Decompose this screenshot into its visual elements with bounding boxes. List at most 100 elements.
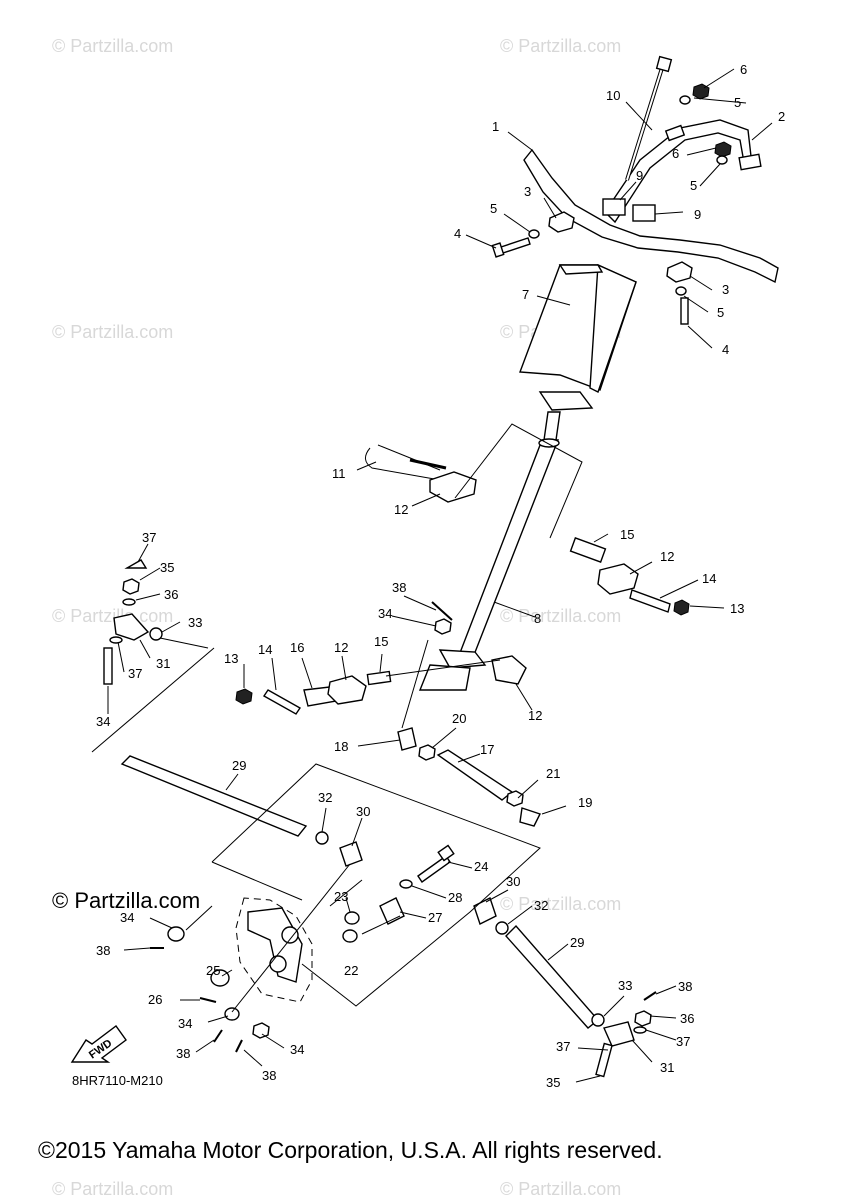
tie-rod-29-left [120, 755, 308, 837]
callout-layer: 1 2 3 3 4 4 5 5 5 5 6 6 7 8 9 9 10 11 12… [96, 62, 785, 1090]
bracket-12-right [597, 563, 639, 595]
pitman-arm-22 [247, 907, 303, 983]
callout-4-left: 4 [454, 226, 461, 241]
washer-37-left-b [109, 636, 123, 644]
handlebar [523, 119, 779, 284]
callout-37-right-b: 37 [556, 1039, 570, 1054]
bolt-10 [625, 55, 673, 181]
callout-31-left: 31 [156, 656, 170, 671]
callout-20: 20 [452, 711, 466, 726]
collar-15-right [569, 537, 607, 563]
callout-12-left: 12 [334, 640, 348, 655]
cotter-38-lower-b [235, 1039, 243, 1053]
nut-33-right [591, 1013, 605, 1027]
callout-14-right: 14 [702, 571, 716, 586]
callout-1: 1 [492, 119, 499, 134]
nut-32-right [495, 921, 509, 935]
collar-15-left [366, 670, 392, 686]
watermark: © Partzilla.com [52, 322, 173, 342]
callout-38-right: 38 [678, 979, 692, 994]
callout-36-right: 36 [680, 1011, 694, 1026]
watermark: © Partzilla.com [500, 894, 621, 914]
callout-9-lower: 9 [694, 207, 701, 222]
callout-37-left-b: 37 [128, 666, 142, 681]
callout-38-lower: 38 [176, 1046, 190, 1061]
washer-37-right [633, 1026, 647, 1034]
holder-lower [632, 204, 656, 222]
callout-34-upper: 34 [120, 910, 134, 925]
callout-10: 10 [606, 88, 620, 103]
callout-34-lower: 34 [178, 1016, 192, 1031]
holder-upper [602, 198, 626, 216]
bolt-35-right [595, 1042, 613, 1078]
callout-26: 26 [148, 992, 162, 1007]
bracket-12-upper [429, 471, 477, 503]
watermark: © Partzilla.com [52, 36, 173, 56]
callout-39: 38 [392, 580, 406, 595]
callout-36-left: 35 [160, 560, 174, 575]
callout-3-left: 3 [524, 184, 531, 199]
nut-32-left [315, 831, 329, 845]
callout-27: 27 [428, 910, 442, 925]
callout-5-top: 5 [734, 95, 741, 110]
nut-20 [418, 744, 436, 761]
washer-37-left [122, 598, 136, 606]
callout-2: 2 [778, 109, 785, 124]
callout-25: 25 [206, 963, 220, 978]
parts-layer: FWD [70, 55, 779, 1078]
callout-29-left: 29 [232, 758, 246, 773]
nut-6-lower [714, 141, 732, 158]
bushing-23-b [342, 929, 358, 943]
watermark: © Partzilla.com [500, 1179, 621, 1199]
arm-12-lower [491, 655, 527, 685]
callout-12-upper: 12 [394, 502, 408, 517]
bolt-35-left [103, 647, 113, 685]
callout-4-right: 4 [722, 342, 729, 357]
nut-36-right [634, 1010, 652, 1027]
copyright-notice: ©2015 Yamaha Motor Corporation, U.S.A. A… [38, 1137, 663, 1163]
rod-end-18 [397, 727, 417, 751]
tie-rod-end-31-right [603, 1021, 635, 1047]
holder-cap-3-left [548, 211, 575, 233]
callout-6-top: 6 [740, 62, 747, 77]
callout-35-right: 35 [546, 1075, 560, 1090]
callout-14-left: 14 [258, 642, 272, 657]
callout-38-left: 37 [142, 530, 156, 545]
callout-30-right: 30 [506, 874, 520, 889]
tie-rod-17 [436, 749, 514, 801]
nut-21 [506, 790, 524, 807]
tie-rod-end-31-left [113, 613, 150, 641]
washer-5-lower [716, 155, 728, 165]
watermark: © Partzilla.com [500, 36, 621, 56]
nut-34-bottom [252, 1022, 270, 1039]
callout-22: 22 [344, 963, 358, 978]
callout-37-right-a: 37 [676, 1034, 690, 1049]
callout-7: 7 [522, 287, 529, 302]
callout-17: 17 [480, 742, 494, 757]
washer-28 [399, 879, 413, 889]
callout-15-right: 15 [620, 527, 634, 542]
callout-8: 8 [534, 611, 541, 626]
callout-32-right: 32 [534, 898, 548, 913]
rod-end-14-left [262, 689, 302, 715]
cotter-38-right [643, 991, 657, 1001]
callout-21: 21 [546, 766, 560, 781]
callout-12-lower: 12 [528, 708, 542, 723]
nut-13-right [673, 599, 690, 616]
arm-dashed-outline [235, 897, 313, 1003]
rod-end-30-right [473, 897, 497, 925]
diagram-code: 8HR7110-M210 [72, 1073, 163, 1088]
watermark: © Partzilla.com [52, 1179, 173, 1199]
fwd-arrow: FWD [70, 1025, 127, 1063]
nut-34-upper [167, 926, 185, 942]
callout-9-upper: 9 [636, 168, 643, 183]
washer-5-upper [679, 95, 691, 105]
bracket-12-left [327, 675, 367, 705]
nut-36-left [122, 578, 140, 595]
holder-cap-3-right [666, 261, 693, 283]
callout-29-right: 29 [570, 935, 584, 950]
washer-5-right [675, 286, 687, 296]
nut-33-left [149, 627, 163, 641]
callout-23: 23 [334, 889, 348, 904]
